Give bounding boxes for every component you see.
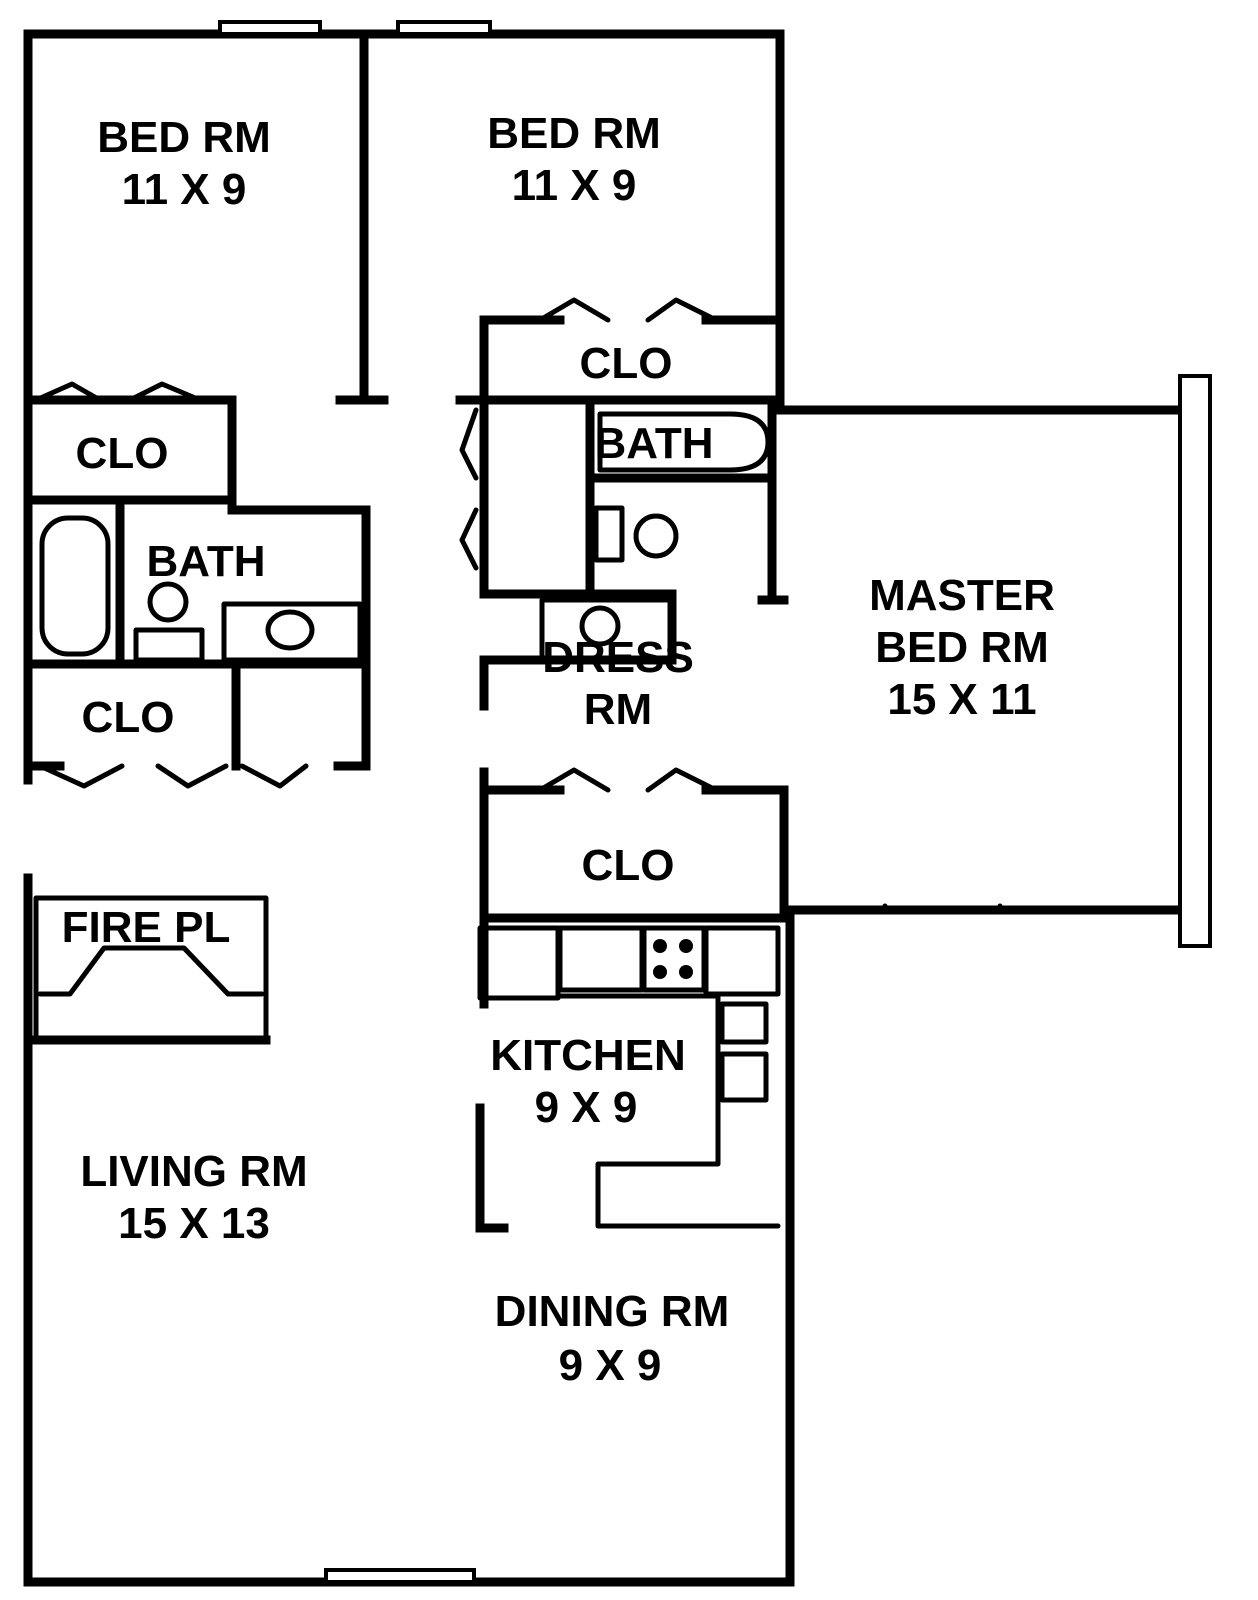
window-master [1178,374,1212,948]
fixtures [33,411,781,1229]
closet-hall-label: CLO [82,693,175,742]
stove-icon [641,925,707,993]
dining-room-size: 9 X 9 [559,1341,662,1390]
vanity-icon [539,597,673,663]
master-bath-label: BATH [595,419,714,468]
kitchen-size: 9 X 9 [535,1083,638,1132]
toilet-icon [593,505,625,563]
hall-bath-label: BATH [147,537,266,586]
dress-room-label-2: RM [584,685,652,734]
sink-icon [719,1001,769,1045]
toilet-icon [147,581,189,623]
windows [218,20,1212,1584]
bedroom-2-size: 11 X 9 [512,161,637,210]
dress-room-label-1: DRESS [542,633,694,682]
bedroom-1-size: 11 X 9 [122,165,247,214]
living-room-label: LIVING RM [80,1147,307,1196]
master-bedroom-label-2: BED RM [875,623,1049,672]
living-room-size: 15 X 13 [118,1199,270,1248]
kitchen-label: KITCHEN [490,1031,686,1080]
dining-room-label: DINING RM [495,1287,730,1336]
closet-bed1-label: CLO [76,429,169,478]
door-swings [33,297,719,793]
bedroom-2-label: BED RM [487,109,661,158]
counter-icon [477,925,561,1001]
sink-icon [265,609,315,651]
closet-master-label: CLO [582,841,675,890]
master-bedroom-label-1: MASTER [869,571,1055,620]
closet-bed2-label: CLO [580,339,673,388]
window-bedroom-2 [396,20,492,36]
vanity-icon [221,601,363,663]
master-bedroom-size: 15 X 11 [887,675,1036,724]
sink-icon [579,605,621,647]
bathtub-icon [597,411,771,473]
bathtub-icon [39,515,111,657]
labels: BED RM 11 X 9 BED RM 11 X 9 CLO CLO BATH… [62,109,1055,1390]
bedroom-1-label: BED RM [97,113,271,162]
fireplace-icon [33,895,269,1041]
window-living [324,1568,476,1584]
window-bedroom-1 [218,20,322,36]
fireplace-label: FIRE PL [62,903,231,952]
exterior-walls [23,29,1185,1587]
